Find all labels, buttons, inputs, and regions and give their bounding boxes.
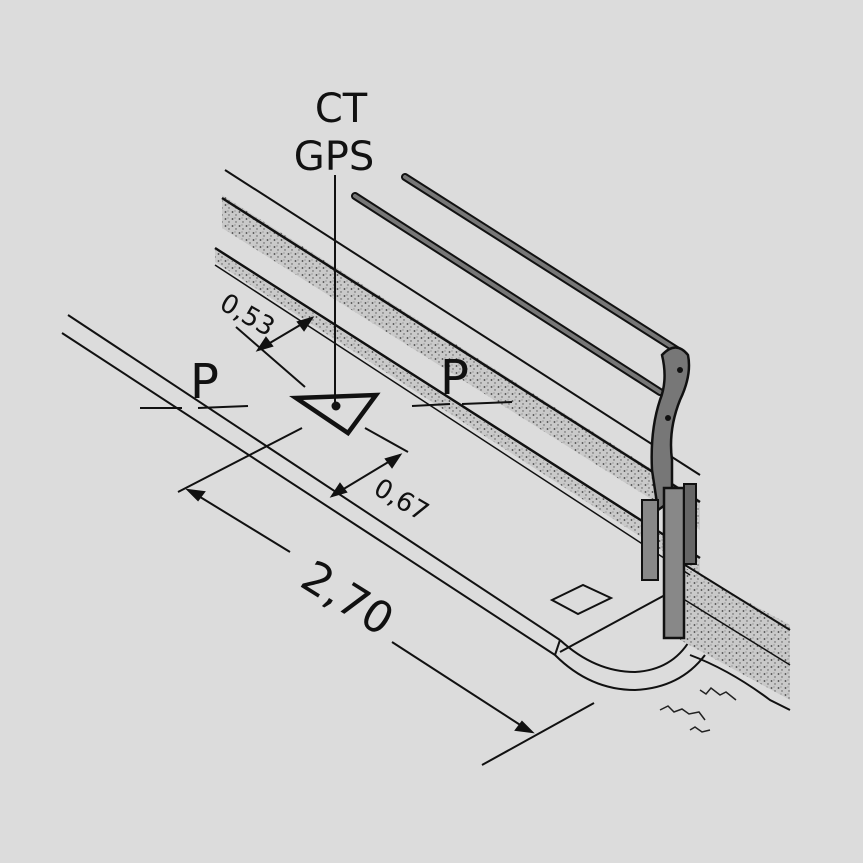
dimension-width: 2,70 <box>292 551 402 646</box>
retaining-wall <box>214 169 791 711</box>
station-label-ct: CT <box>315 86 368 132</box>
section-mark-right: P <box>440 350 469 406</box>
dimension-lines <box>177 316 595 766</box>
guard-rail <box>351 173 697 640</box>
gps-marker <box>289 175 381 437</box>
section-mark-left: P <box>190 354 219 410</box>
station-label-gps: GPS <box>294 134 375 180</box>
ground-texture <box>659 686 737 733</box>
section-cut-line <box>140 401 513 409</box>
sidewalk-slab <box>61 314 706 692</box>
